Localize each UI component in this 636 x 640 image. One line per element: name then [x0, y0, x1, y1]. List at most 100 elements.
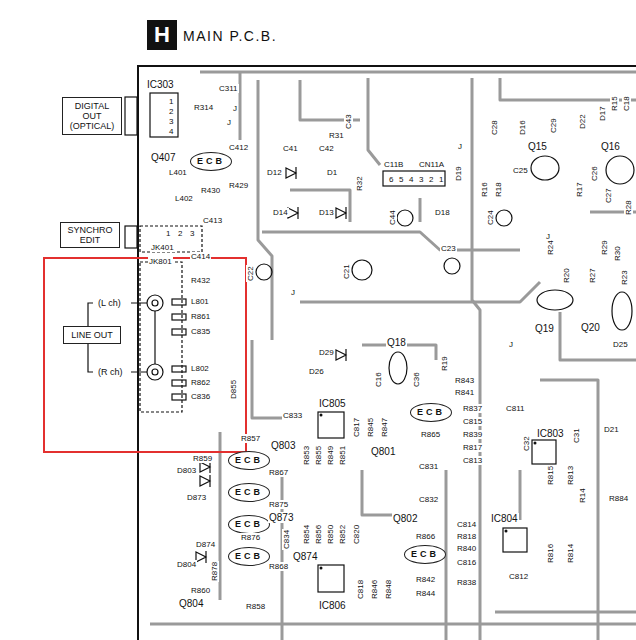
part-label: R815: [546, 465, 555, 486]
part-label: 3: [168, 117, 174, 126]
pin-marks: [320, 414, 537, 570]
part-label: C813: [462, 456, 483, 465]
part-label: D17: [598, 105, 607, 122]
part-label: R854: [302, 524, 311, 545]
part-label: R837: [462, 404, 483, 413]
part-label: R856: [314, 524, 323, 545]
part-label: R884: [608, 494, 629, 503]
part-label: R32: [355, 175, 364, 192]
part-label: R838: [456, 578, 477, 587]
part-label: R860: [190, 586, 211, 595]
node-text: ECB: [230, 487, 268, 498]
part-label: C16: [374, 371, 383, 388]
part-label: J: [232, 104, 238, 113]
part-label: R845: [366, 417, 375, 438]
part-label: (R ch): [97, 367, 124, 377]
part-label: R843: [454, 376, 475, 385]
part-label: R29: [600, 239, 609, 256]
part-label: C18: [622, 95, 631, 112]
jack-label-box: DIGITAL OUT (OPTICAL): [62, 97, 122, 135]
node-text: LINE OUT: [66, 330, 118, 340]
node-text: DIGITAL OUT (OPTICAL): [65, 101, 119, 131]
part-label: R818: [456, 532, 477, 541]
part-label: R850: [326, 524, 335, 545]
part-outlines: [88, 93, 634, 592]
part-label: R432: [190, 276, 211, 285]
part-label: R19: [440, 355, 449, 372]
part-label: 3: [189, 229, 195, 238]
part-label: R841: [454, 388, 475, 397]
part-label: C43: [344, 113, 353, 130]
part-label: J: [290, 288, 296, 297]
part-label: Q801: [370, 446, 396, 457]
part-label: R20: [562, 267, 571, 284]
part-label: J: [508, 340, 514, 349]
part-label: Q20: [580, 322, 601, 333]
part-label: R853: [302, 445, 311, 466]
part-label: C311: [218, 84, 239, 93]
part-label: 4: [168, 127, 174, 136]
part-label: R816: [546, 543, 555, 564]
part-label: C833: [282, 411, 303, 420]
part-label: R31: [328, 131, 345, 140]
part-label: 5: [398, 175, 404, 184]
part-label: C414: [190, 252, 211, 261]
part-label: D16: [518, 119, 527, 136]
part-label: Q19: [534, 323, 555, 334]
part-label: (L ch): [97, 298, 122, 308]
part-label: R14: [578, 487, 587, 504]
part-label: Q804: [178, 598, 204, 609]
part-label: D26: [308, 367, 325, 376]
part-label: R876: [240, 533, 261, 542]
part-label: R817: [462, 443, 483, 452]
transistor-outline: ECB: [228, 483, 270, 502]
transistor-outline: ECB: [410, 403, 452, 422]
part-label: C412: [228, 143, 249, 152]
transistor-outline: ECB: [190, 152, 232, 171]
part-label: C26: [590, 165, 599, 182]
board-title: MAIN P.C.B.: [183, 28, 277, 44]
part-label: R430: [200, 186, 221, 195]
part-label: JK401: [150, 243, 175, 252]
part-label: D29: [318, 348, 335, 357]
jack-label-box: SYNCHRO EDIT: [60, 222, 120, 248]
part-label: L401: [168, 168, 188, 177]
part-label: D874: [195, 540, 216, 549]
part-label: C831: [418, 462, 439, 471]
part-label: D855: [229, 379, 238, 400]
part-label: R865: [420, 430, 441, 439]
transistor-outline: ECB: [404, 545, 446, 564]
part-label: D21: [603, 425, 620, 434]
part-label: IC803: [536, 428, 565, 439]
jack-label-box: LINE OUT: [63, 326, 121, 344]
part-label: C25: [512, 166, 529, 175]
part-label: D803: [176, 466, 197, 475]
part-label: D1: [326, 168, 338, 177]
part-label: R847: [380, 417, 389, 438]
board-outline: [138, 66, 636, 640]
part-label: JK801: [148, 257, 173, 266]
part-label: R28: [624, 199, 633, 216]
part-label: Q803: [270, 440, 296, 451]
transistor-outline: ECB: [228, 515, 270, 534]
part-label: C22: [246, 265, 255, 282]
part-label: D13: [318, 208, 335, 217]
part-label: IC303: [146, 79, 175, 90]
part-label: R855: [314, 445, 323, 466]
part-label: R842: [415, 575, 436, 584]
part-label: R867: [268, 468, 289, 477]
part-label: C814: [456, 520, 477, 529]
part-label: C31: [572, 427, 581, 444]
part-label: C42: [318, 144, 335, 153]
part-label: R16: [480, 181, 489, 198]
part-label: C836: [190, 392, 211, 401]
part-label: J: [545, 232, 551, 241]
part-label: R24: [546, 239, 555, 256]
node-text: ECB: [412, 407, 450, 418]
part-label: D22: [578, 113, 587, 130]
part-label: IC804: [490, 513, 519, 524]
part-label: 3: [418, 175, 424, 184]
part-label: R18: [494, 181, 503, 198]
part-label: R851: [338, 445, 347, 466]
part-label: Q18: [386, 337, 407, 348]
